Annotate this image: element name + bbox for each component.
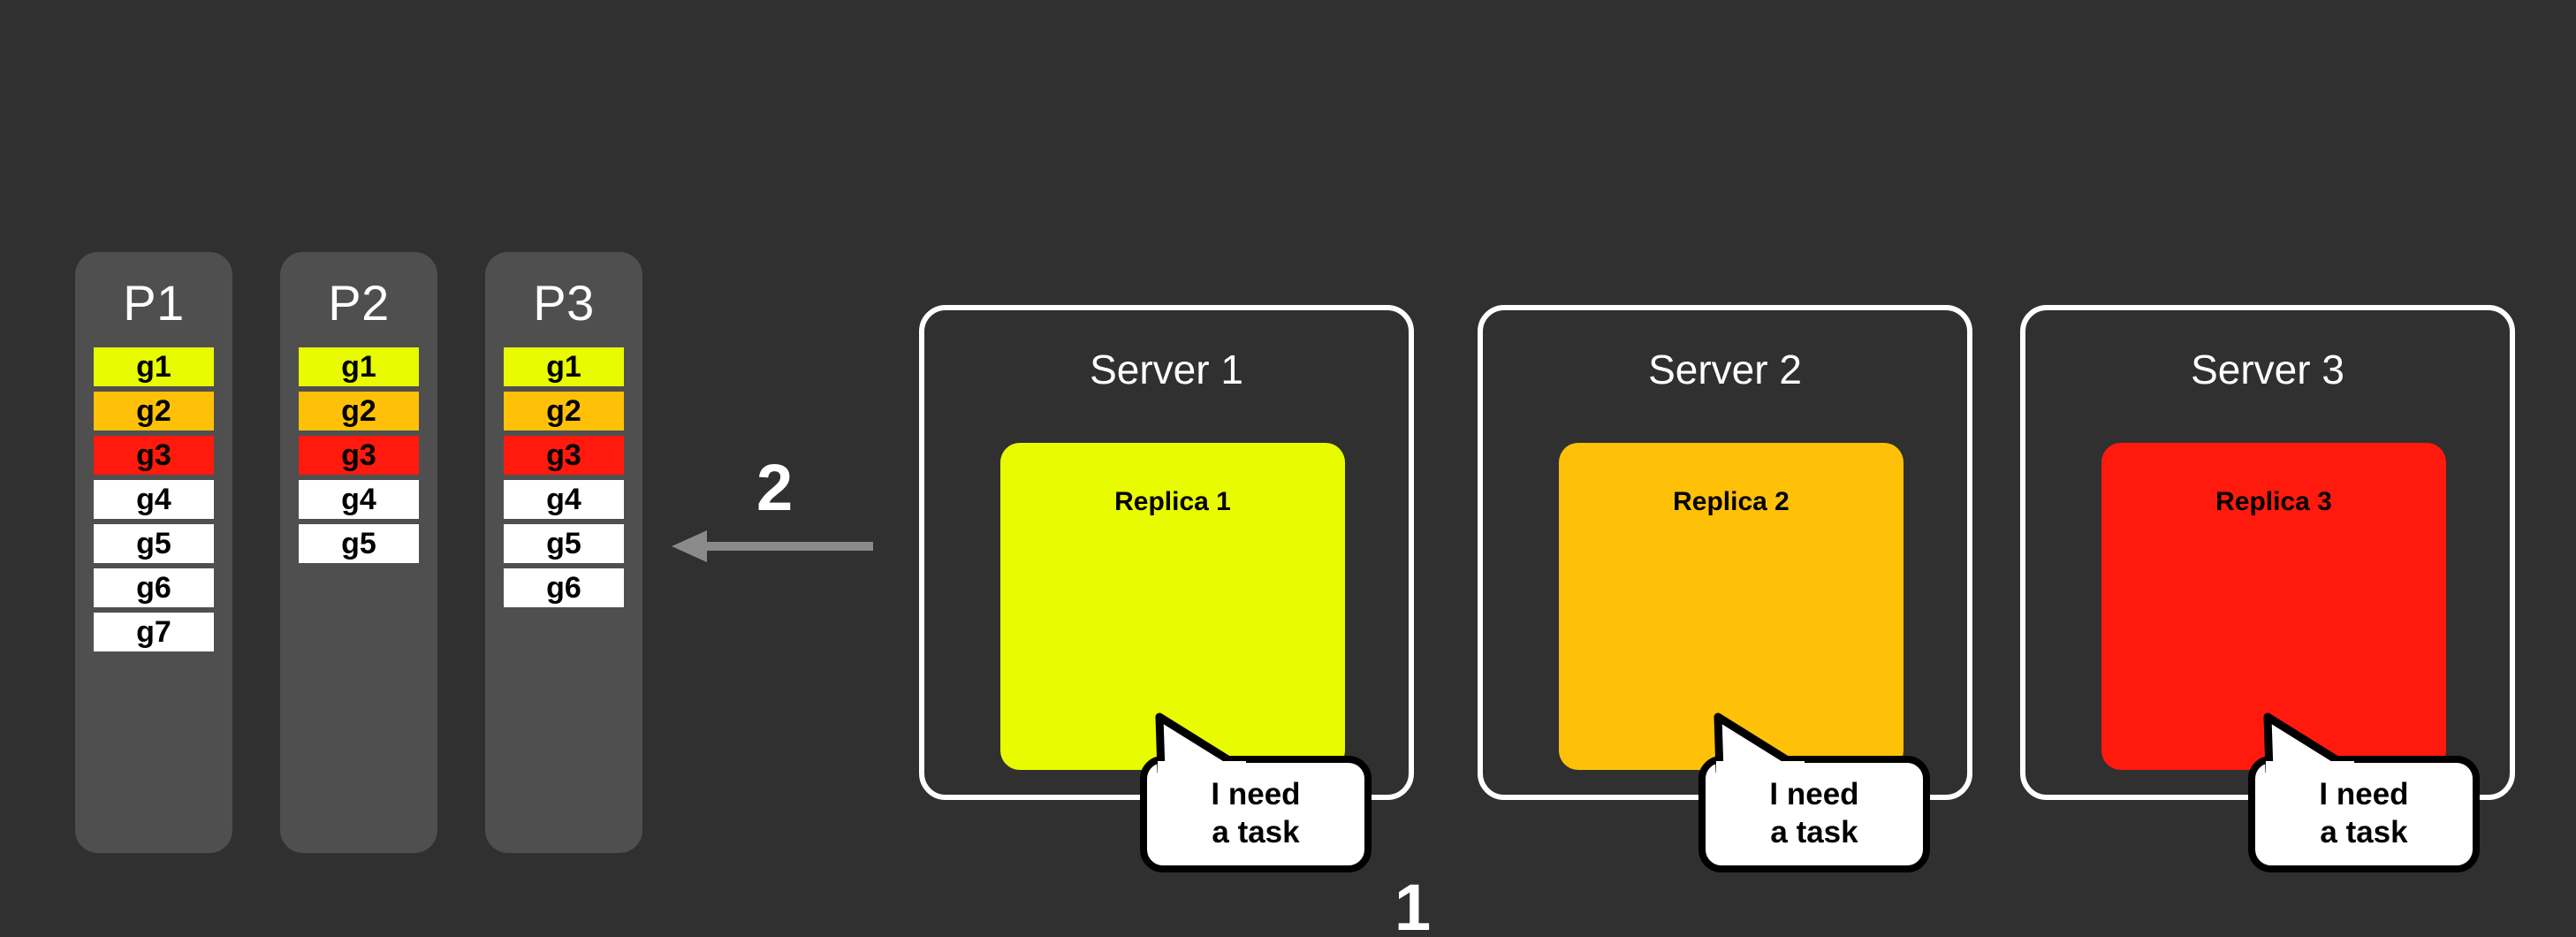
server-title: Server 1	[1090, 347, 1243, 392]
partition-cell: g1	[94, 347, 214, 386]
bubble-line-2: a task	[1770, 815, 1858, 849]
partition-cell: g3	[94, 436, 214, 475]
partition-title: P1	[123, 275, 185, 331]
partition-cell: g5	[504, 524, 624, 563]
partition-cell-stack: g1 g2 g3 g4 g5 g6 g7	[75, 347, 232, 651]
bubble-line-1: I need	[2319, 777, 2409, 812]
partition-cell: g1	[299, 347, 419, 386]
partition-cell: g5	[299, 524, 419, 563]
partition-cell: g7	[94, 613, 214, 651]
server-title: Server 3	[2191, 347, 2344, 392]
replica-label: Replica 1	[1114, 487, 1231, 516]
speech-bubble-server-2: I need a task	[1698, 712, 1930, 872]
partition-column-p1: P1 g1 g2 g3 g4 g5 g6 g7	[75, 252, 232, 853]
partition-cell-stack: g1 g2 g3 g4 g5	[280, 347, 437, 563]
replica-box-2: Replica 2	[1559, 443, 1904, 770]
partition-cell: g6	[94, 568, 214, 607]
bubble-line-1: I need	[1769, 777, 1859, 812]
partition-cell: g5	[94, 524, 214, 563]
partition-title: P3	[533, 275, 595, 331]
speech-bubble-tail-icon	[2263, 712, 2354, 779]
partition-cell: g3	[299, 436, 419, 475]
bubble-line-2: a task	[1212, 815, 1300, 849]
partition-cell-stack: g1 g2 g3 g4 g5 g6	[485, 347, 642, 607]
step-label-1: 1	[1394, 871, 1432, 937]
partition-cell: g2	[299, 392, 419, 430]
speech-bubble-tail-icon	[1714, 712, 1805, 779]
partition-cell: g4	[504, 480, 624, 519]
server-box-3: Server 3 Replica 3	[2020, 305, 2515, 800]
partition-title: P2	[328, 275, 390, 331]
replica-box-1: Replica 1	[1000, 443, 1345, 770]
replica-box-3: Replica 3	[2101, 443, 2446, 770]
replica-label: Replica 3	[2215, 487, 2332, 516]
partition-cell: g2	[94, 392, 214, 430]
partition-cell: g6	[504, 568, 624, 607]
speech-bubble-server-3: I need a task	[2248, 712, 2480, 872]
speech-bubble-server-1: I need a task	[1140, 712, 1372, 872]
partition-cell: g4	[94, 480, 214, 519]
partition-column-p2: P2 g1 g2 g3 g4 g5	[280, 252, 437, 853]
speech-bubble-tail-icon	[1155, 712, 1246, 779]
partition-cell: g1	[504, 347, 624, 386]
server-box-1: Server 1 Replica 1	[919, 305, 1414, 800]
partition-cell: g4	[299, 480, 419, 519]
step-label-2: 2	[756, 451, 794, 524]
bubble-line-1: I need	[1211, 777, 1301, 812]
assignment-arrow-icon	[672, 530, 873, 562]
arrow-head	[672, 530, 707, 562]
partition-cell: g2	[504, 392, 624, 430]
replica-label: Replica 2	[1673, 487, 1790, 516]
partition-cell: g3	[504, 436, 624, 475]
partition-column-p3: P3 g1 g2 g3 g4 g5 g6	[485, 252, 642, 853]
server-title: Server 2	[1648, 347, 1802, 392]
bubble-line-2: a task	[2320, 815, 2408, 849]
arrow-shaft	[705, 542, 873, 551]
